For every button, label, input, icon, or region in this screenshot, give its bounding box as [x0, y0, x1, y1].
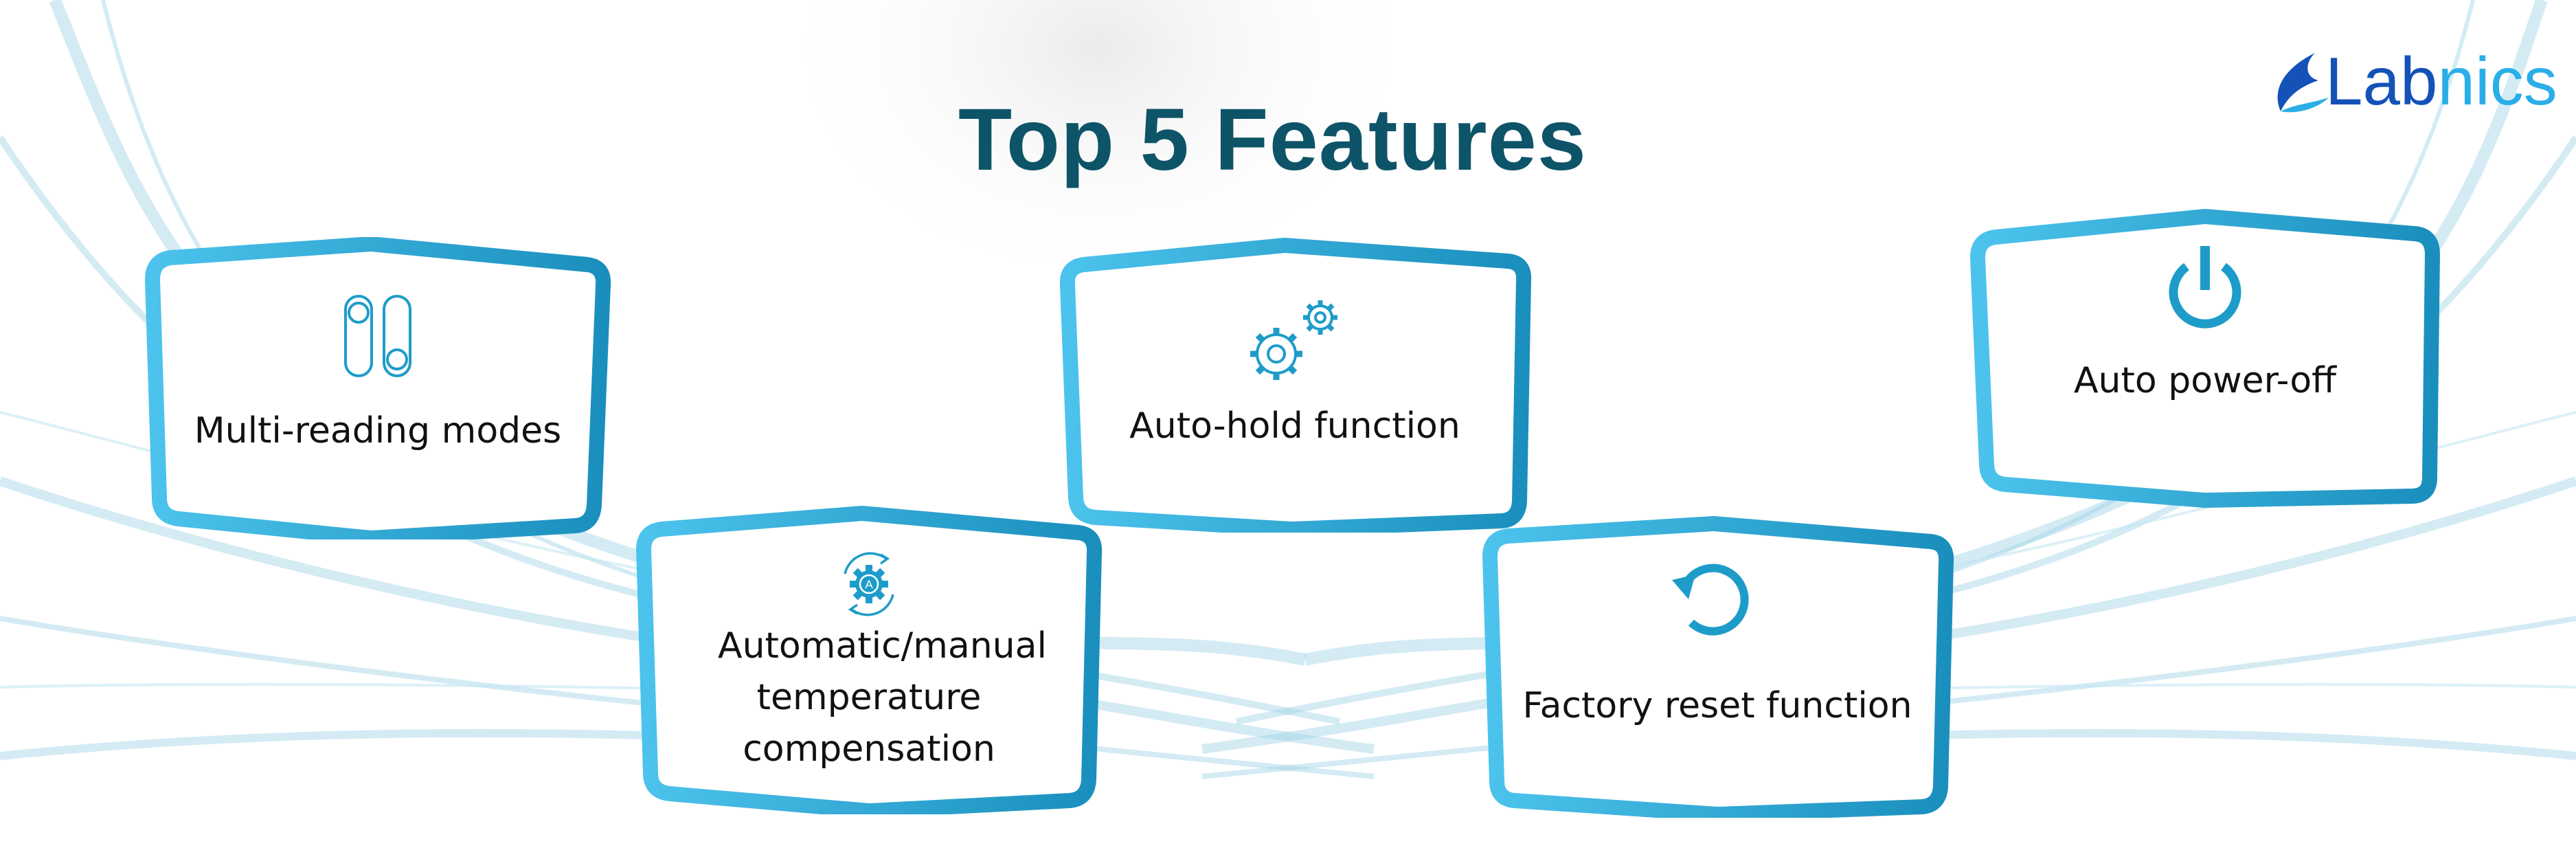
feature-card-temperature-compensation: A Automatic/manual temperature compensat… — [635, 505, 1103, 814]
logo-text-lab: Lab — [2325, 43, 2438, 119]
feature-card-auto-power-off: Auto power-off — [1968, 206, 2442, 509]
feature-card-multi-reading: Multi-reading modes — [144, 237, 611, 539]
toggle-switches-icon — [344, 295, 411, 377]
auto-gear-cycle-icon: A — [844, 552, 894, 616]
feature-label: Factory reset function — [1522, 685, 1912, 726]
power-icon — [2169, 246, 2241, 328]
card-frame — [636, 506, 1103, 814]
feature-card-auto-hold: Auto-hold function — [1058, 237, 1532, 533]
card-frame — [1482, 516, 1954, 818]
svg-text:A: A — [865, 578, 873, 591]
feature-label: Auto power-off — [2073, 360, 2337, 401]
card-frame — [1970, 209, 2440, 508]
logo-text-nics: nics — [2437, 43, 2557, 119]
card-frame — [145, 237, 611, 539]
logo-mark-icon — [2277, 53, 2329, 113]
feature-label: Auto-hold function — [1129, 405, 1460, 447]
gears-icon — [1250, 300, 1337, 380]
card-frame — [1059, 238, 1532, 533]
page-title: Top 5 Features — [958, 91, 1587, 189]
reset-arrow-icon — [1672, 564, 1749, 636]
feature-label: Automatic/manual temperature compensatio… — [718, 625, 1047, 770]
feature-label: Multi-reading modes — [194, 410, 562, 451]
feature-card-factory-reset: Factory reset function — [1480, 515, 1954, 818]
